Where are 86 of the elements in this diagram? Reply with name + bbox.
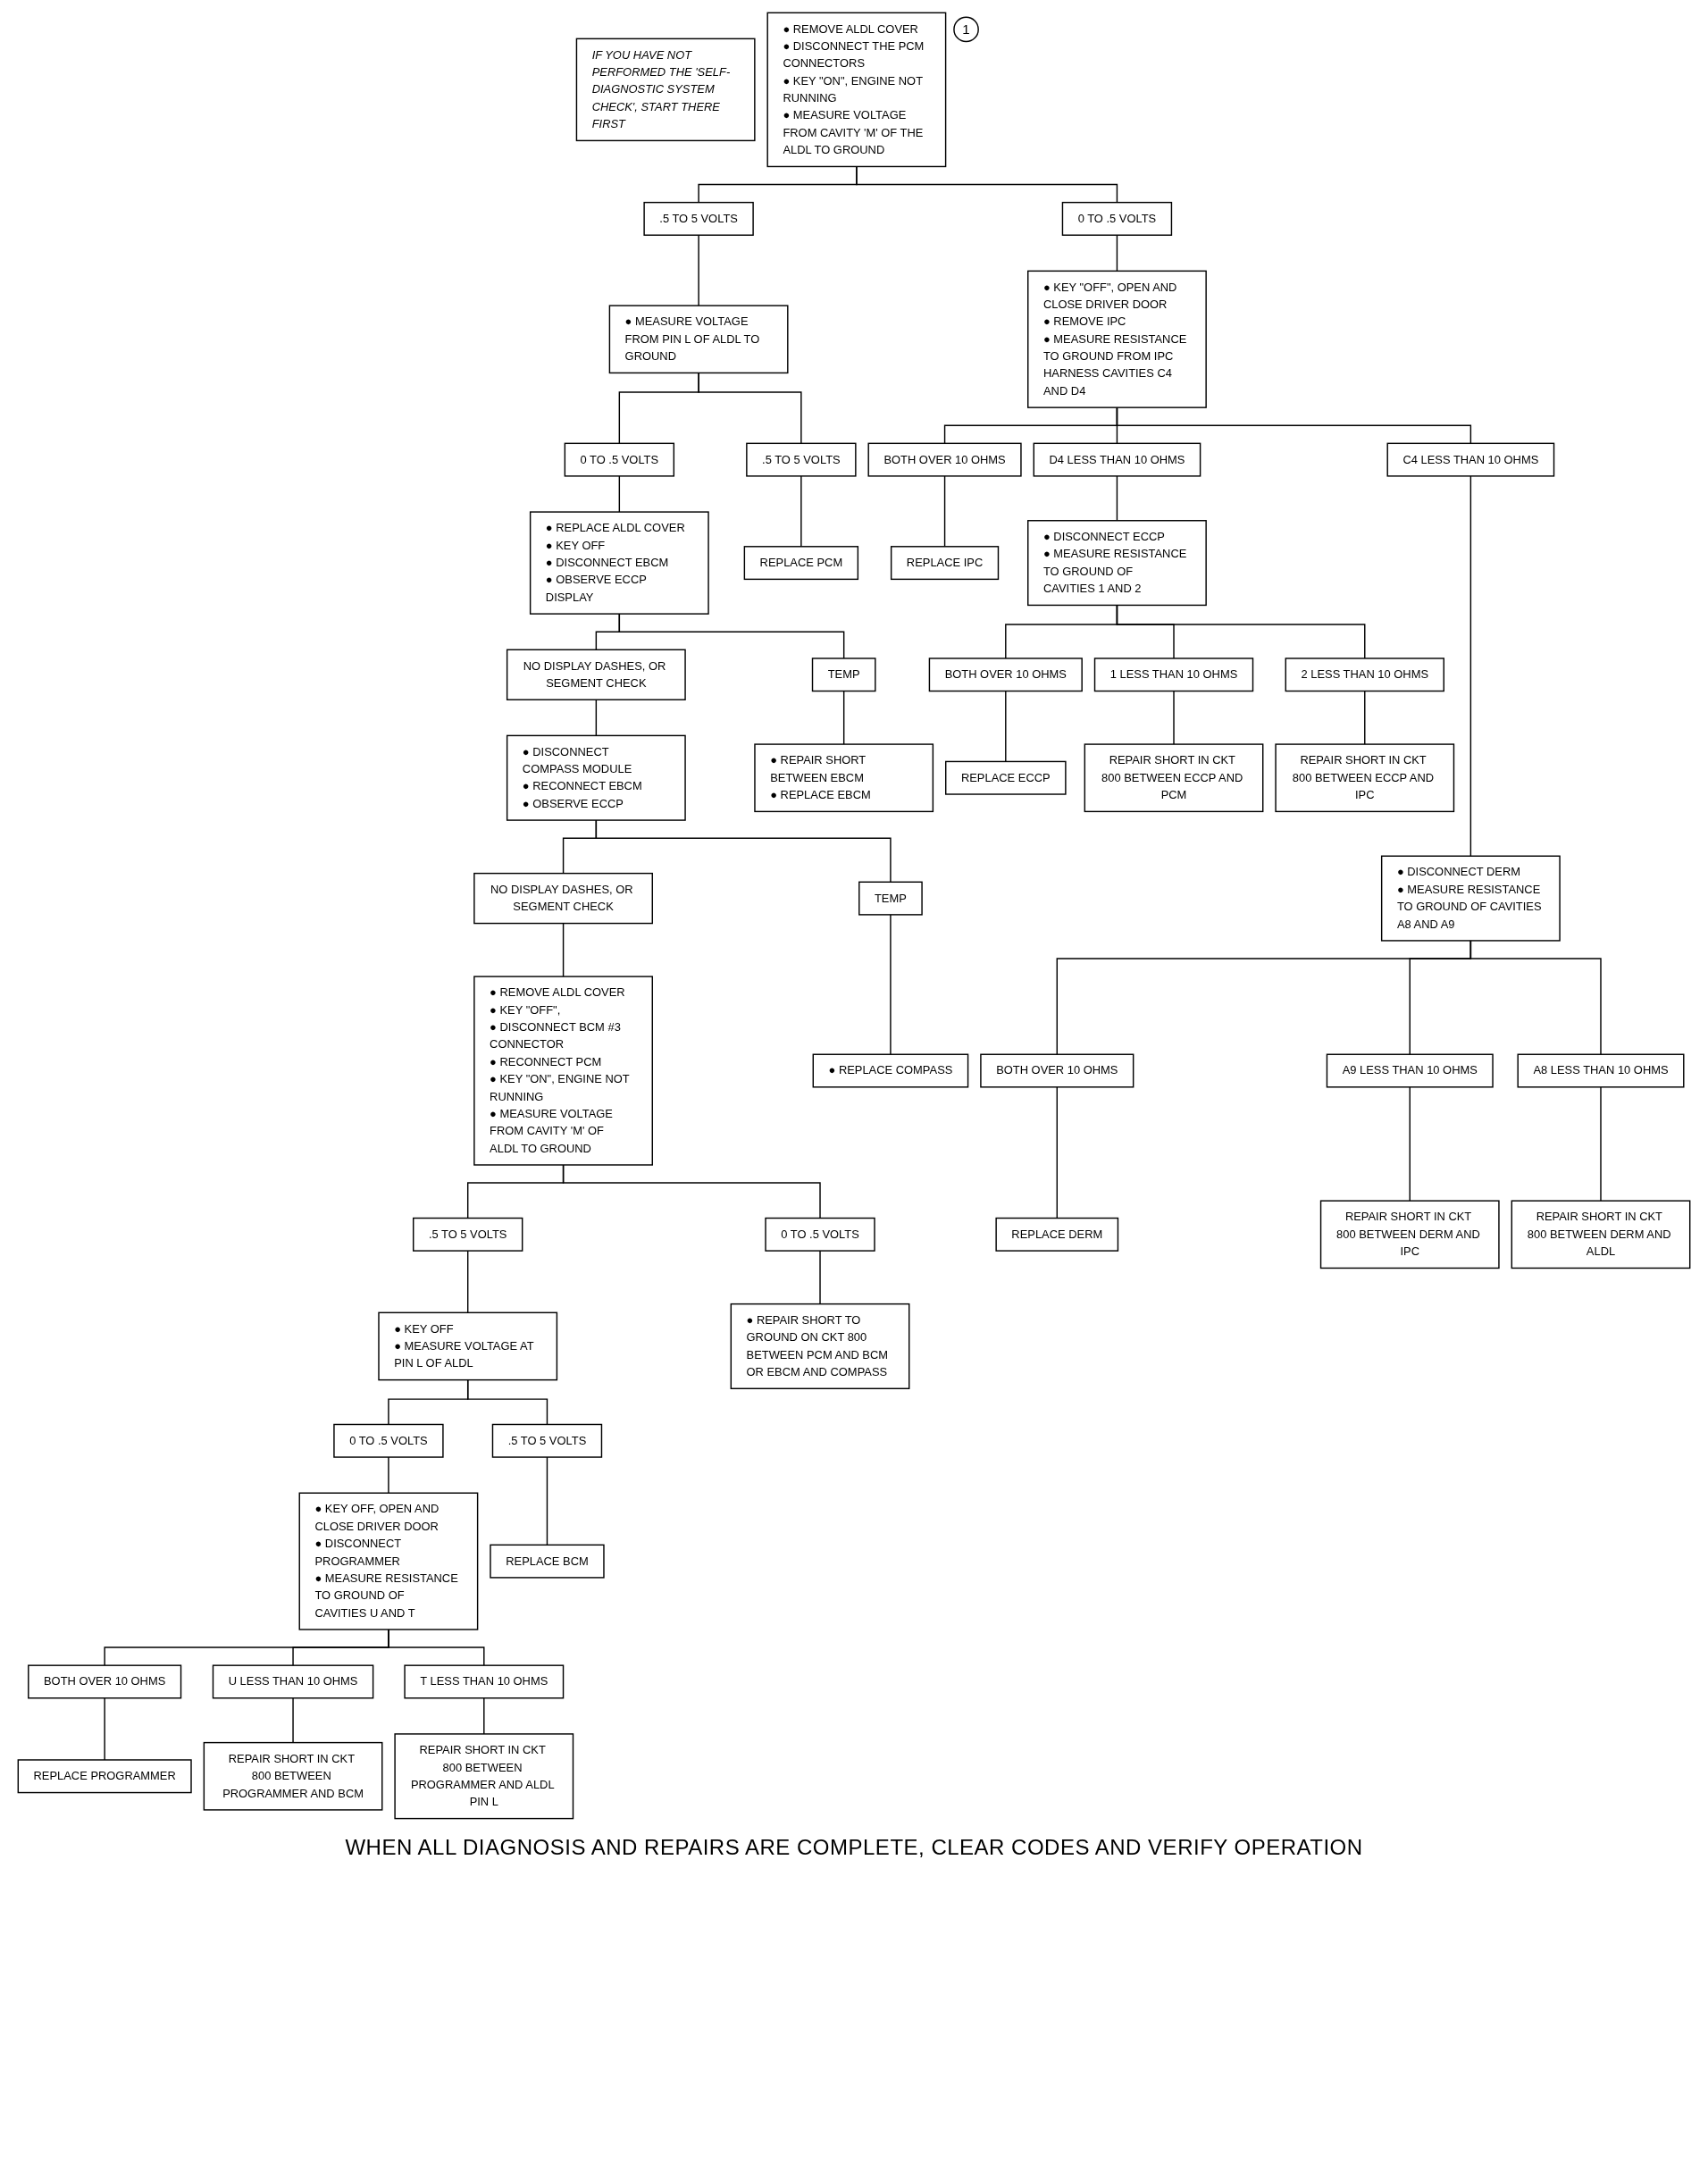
node-box: ● DISCONNECT COMPASS MODULE ● RECONNECT EBCM ● OBSERVE ECCP: [506, 734, 686, 821]
node-box: 0 TO .5 VOLTS: [1061, 201, 1173, 236]
node-box: ● REPLACE ALDL COVER ● KEY OFF ● DISCONNECT EBCM ● OBSERVE ECCP DISPLAY: [529, 511, 709, 615]
node-box: REPLACE BCM: [490, 1544, 605, 1579]
node-box: REPLACE PROGRAMMER: [17, 1759, 192, 1794]
connector: [842, 690, 845, 745]
connector: [800, 475, 802, 548]
node-box: .5 TO 5 VOLTS: [413, 1217, 523, 1252]
connector: [562, 1164, 821, 1219]
connector: [595, 819, 892, 883]
connector: [1005, 690, 1007, 763]
connector: [1364, 690, 1366, 745]
connector: [618, 613, 845, 659]
step-number: 1: [953, 16, 979, 43]
node-box: TEMP: [858, 881, 923, 916]
node-box: 0 TO .5 VOLTS: [564, 442, 675, 477]
node-box: TEMP: [811, 658, 876, 692]
node-box: .5 TO 5 VOLTS: [491, 1423, 603, 1458]
connector: [562, 922, 565, 977]
node-box: ● REPLACE COMPASS: [812, 1053, 969, 1088]
node-box: BOTH OVER 10 OHMS: [867, 442, 1022, 477]
node-box: REPLACE PCM: [743, 546, 859, 581]
node-box: BOTH OVER 10 OHMS: [980, 1053, 1134, 1088]
connector: [467, 1250, 469, 1314]
connector: [388, 1456, 389, 1494]
node-box: REPAIR SHORT IN CKT 800 BETWEEN DERM AND ALDL: [1511, 1200, 1691, 1269]
node-box: REPAIR SHORT IN CKT 800 BETWEEN ECCP AND IPC: [1275, 743, 1455, 813]
connector: [483, 1697, 485, 1735]
connector: [1469, 940, 1602, 1055]
connector: [618, 475, 621, 513]
connector: [104, 1697, 105, 1761]
connector: [943, 475, 946, 548]
caption: WHEN ALL DIAGNOSIS AND REPAIRS ARE COMPLETE, CLEAR CODES AND VERIFY OPERATION: [345, 1834, 1363, 1860]
node-box: U LESS THAN 10 OHMS: [212, 1664, 374, 1699]
connector: [1173, 690, 1175, 745]
node-box: ● MEASURE VOLTAGE FROM PIN L OF ALDL TO GROUND: [608, 305, 789, 374]
node-box: .5 TO 5 VOLTS: [746, 442, 857, 477]
node-box: BOTH OVER 10 OHMS: [928, 658, 1083, 692]
node-box: REPAIR SHORT IN CKT 800 BETWEEN PROGRAMMER AND BCM: [203, 1741, 383, 1811]
node-box: .5 TO 5 VOLTS: [643, 201, 754, 236]
connector: [1409, 1086, 1411, 1202]
node-box: REPLACE DERM: [995, 1217, 1119, 1252]
connector: [1116, 475, 1118, 522]
connector: [1056, 1086, 1058, 1219]
connector: [856, 165, 1118, 204]
node-box: ● REPAIR SHORT BETWEEN EBCM ● REPLACE EBCM: [754, 743, 934, 813]
node-box: REPLACE ECCP: [945, 760, 1067, 795]
node-box: ● DISCONNECT DERM ● MEASURE RESISTANCE TO GROUND OF CAVITIES A8 AND A9: [1380, 855, 1561, 942]
node-box: C4 LESS THAN 10 OHMS: [1386, 442, 1555, 477]
node-box: ● REMOVE ALDL COVER ● KEY "OFF", ● DISCONNECT BCM #3 CONNECTOR ● RECONNECT PCM ● KEY "ON", ENGINE NOT RUNNING ● MEASURE VOLTAGE FROM CAVITY 'M' OF ALDL TO GROUND: [473, 976, 653, 1166]
node-box: 2 LESS THAN 10 OHMS: [1285, 658, 1444, 692]
node-box: 1 LESS THAN 10 OHMS: [1093, 658, 1254, 692]
node-box: REPAIR SHORT IN CKT 800 BETWEEN PROGRAMMER AND ALDL PIN L: [394, 1733, 574, 1820]
node-box: ● DISCONNECT ECCP ● MEASURE RESISTANCE TO GROUND OF CAVITIES 1 AND 2: [1027, 520, 1207, 607]
connector: [698, 372, 802, 445]
node-box: ● REMOVE ALDL COVER ● DISCONNECT THE PCM CONNECTORS ● KEY "ON", ENGINE NOT RUNNING ● MEASURE VOLTAGE FROM CAVITY 'M' OF THE ALDL TO GROUND: [766, 12, 947, 168]
node-box: BOTH OVER 10 OHMS: [28, 1664, 182, 1699]
connector: [1116, 406, 1472, 445]
connector: [890, 914, 892, 1055]
node-box: ● KEY OFF, OPEN AND CLOSE DRIVER DOOR ● DISCONNECT PROGRAMMER ● MEASURE RESISTANCE TO GROUND OF CAVITIES U AND T: [298, 1492, 479, 1630]
connector: [292, 1697, 294, 1744]
connector: [595, 699, 598, 737]
connector: [819, 1250, 821, 1305]
connector: [467, 1378, 548, 1426]
node-box: 0 TO .5 VOLTS: [765, 1217, 875, 1252]
connector: [546, 1456, 548, 1546]
connector: [1469, 475, 1472, 857]
connector: [1116, 604, 1366, 659]
node-box: NO DISPLAY DASHES, OR SEGMENT CHECK: [473, 872, 653, 925]
node-box: ● REPAIR SHORT TO GROUND ON CKT 800 BETWEEN PCM AND BCM OR EBCM AND COMPASS: [730, 1303, 910, 1390]
connector: [1116, 234, 1118, 272]
node-box: REPAIR SHORT IN CKT 800 BETWEEN ECCP AND PCM: [1084, 743, 1264, 813]
node-box: A9 LESS THAN 10 OHMS: [1326, 1053, 1494, 1088]
node-box: ● KEY OFF ● MEASURE VOLTAGE AT PIN L OF ALDL: [378, 1311, 558, 1381]
connector: [388, 1629, 485, 1666]
node-box: A8 LESS THAN 10 OHMS: [1517, 1053, 1685, 1088]
node-box: T LESS THAN 10 OHMS: [404, 1664, 565, 1699]
node-box: REPAIR SHORT IN CKT 800 BETWEEN DERM AND IPC: [1319, 1200, 1500, 1269]
node-box: ● KEY "OFF", OPEN AND CLOSE DRIVER DOOR ● REMOVE IPC ● MEASURE RESISTANCE TO GROUND FROM IPC HARNESS CAVITIES C4 AND D4: [1027, 270, 1207, 408]
node-box: NO DISPLAY DASHES, OR SEGMENT CHECK: [506, 649, 686, 700]
connector: [1600, 1086, 1602, 1202]
connector: [698, 234, 699, 306]
node-box: REPLACE IPC: [890, 546, 1000, 581]
node-box: D4 LESS THAN 10 OHMS: [1033, 442, 1201, 477]
node-box: IF YOU HAVE NOT PERFORMED THE 'SELF-DIAGNOSTIC SYSTEM CHECK', START THERE FIRST: [575, 38, 756, 142]
node-box: 0 TO .5 VOLTS: [333, 1423, 444, 1458]
